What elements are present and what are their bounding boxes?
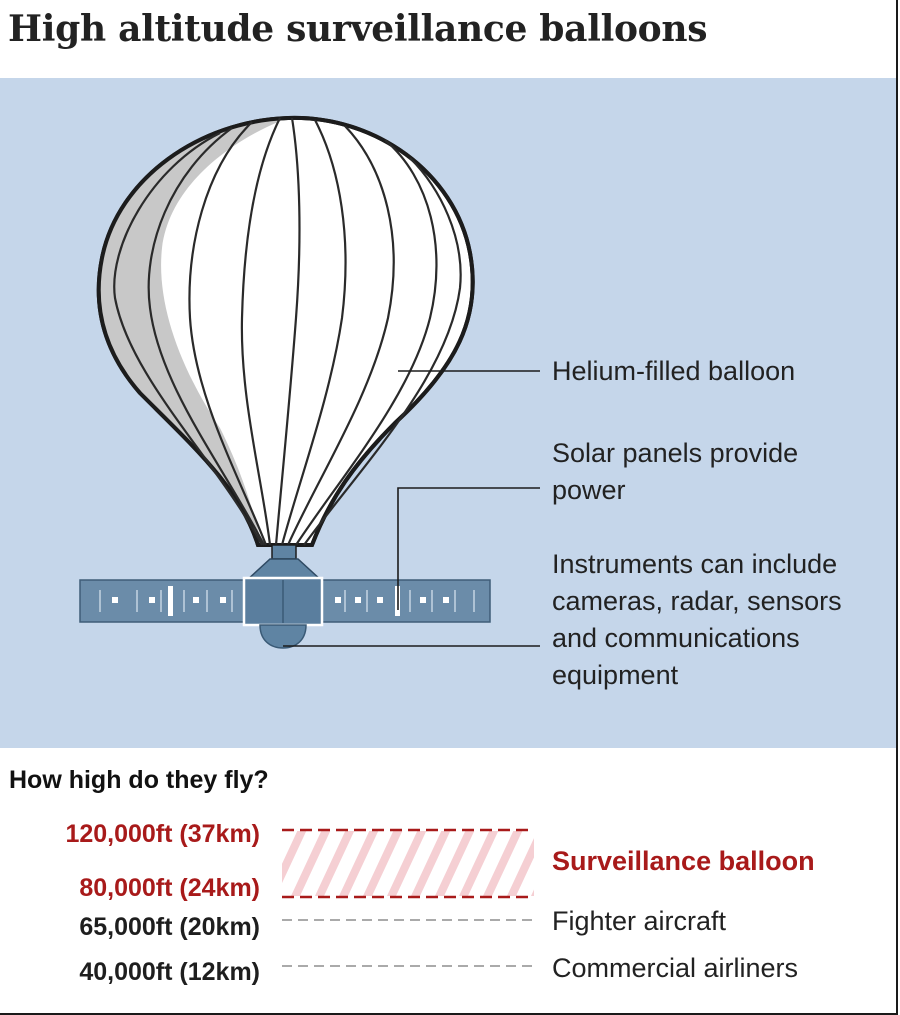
category-commercial-airliners: Commercial airliners: [552, 953, 799, 983]
callout-solar-panels: Solar panels provide power: [552, 438, 799, 505]
surveillance-band: [282, 831, 534, 896]
altitude-label-65000ft: 65,000ft (20km): [79, 913, 260, 941]
instrument-box: [242, 576, 324, 649]
callout-helium-balloon: Helium-filled balloon: [552, 356, 796, 386]
gondola-connector: [244, 544, 324, 582]
balloon-diagram: [79, 115, 540, 649]
category-surveillance-balloon: Surveillance balloon: [552, 846, 815, 876]
category-fighter-aircraft: Fighter aircraft: [552, 906, 727, 936]
altitude-label-120000ft: 120,000ft (37km): [65, 820, 260, 848]
altitude-label-40000ft: 40,000ft (12km): [79, 958, 260, 986]
balloon-envelope: [96, 115, 475, 547]
balloon-diagram-panel: Helium-filled balloon Solar panels provi…: [0, 78, 896, 748]
balloon-gores: [113, 117, 462, 546]
solar-panel-right: [321, 579, 491, 623]
callout-leader-lines: [283, 370, 540, 647]
callout-instruments: Instruments can include cameras, radar, …: [552, 549, 842, 690]
altitude-lines: [282, 828, 534, 967]
altitude-heading: How high do they fly?: [9, 766, 269, 794]
altitude-label-80000ft: 80,000ft (24km): [79, 874, 260, 902]
page-title: High altitude surveillance balloons: [8, 8, 708, 50]
balloon-outline-stroke: [96, 115, 475, 547]
balloon-shadow: [98, 118, 288, 545]
solar-panel-array: [79, 579, 491, 623]
altitude-comparison: How high do they fly? 120,000ft (37km) 8…: [0, 748, 896, 1013]
solar-leader-line: [397, 487, 540, 610]
